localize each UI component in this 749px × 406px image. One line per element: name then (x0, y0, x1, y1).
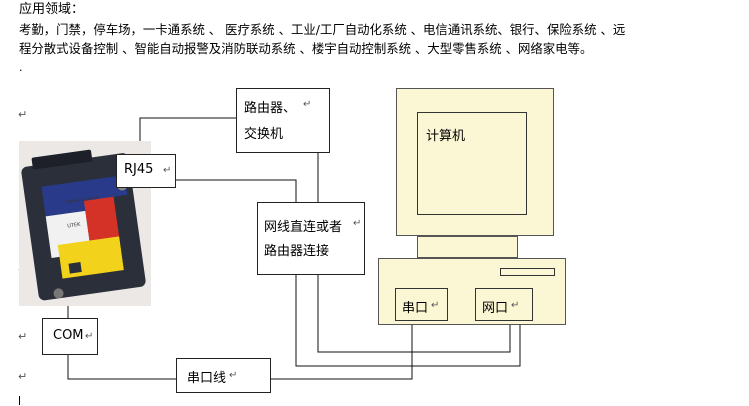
device-model-text: UTEK (67, 222, 82, 230)
paragraph-mark: ↵ (303, 99, 312, 110)
network-port-label: 网口 (482, 301, 509, 316)
paragraph-mark: ↵ (18, 108, 28, 121)
direct-connection-box: 网线直连或者 ↵ 路由器连接 (257, 202, 365, 275)
computer-monitor: 计算机 (396, 88, 554, 236)
paragraph-mark: ↵ (353, 218, 362, 229)
paragraph-mark: ↵ (18, 370, 28, 383)
serial-port-box: 串口 ↵ (395, 288, 448, 321)
paragraph-mark: ↵ (431, 300, 440, 311)
com-box: COM ↵ (42, 318, 98, 355)
line-rj45-to-direct (176, 179, 297, 202)
paragraph-mark: ↵ (229, 370, 238, 381)
serial-line-box: 串口线 ↵ (176, 358, 271, 393)
device-brand-text: Serial Server (66, 195, 100, 206)
serial-line-label: 串口线 (187, 371, 227, 386)
computer-base-unit: 串口 ↵ 网口 ↵ (378, 258, 566, 325)
intro-heading: 应用领域： (19, 2, 85, 17)
router-label-line1: 路由器、 (244, 101, 297, 116)
paragraph-mark: ↵ (18, 330, 28, 343)
paragraph-mark: ↵ (511, 300, 520, 311)
direct-label-line2: 路由器连接 (264, 244, 330, 259)
intro-line-1: 考勤，门禁，停车场，一卡通系统 、 医疗系统 、工业/工厂自动化系统 、电信通讯… (19, 22, 626, 37)
line-com-to-serial (67, 355, 176, 380)
network-port-box: 网口 ↵ (475, 288, 533, 321)
serial-port-label: 串口 (402, 301, 429, 316)
computer-label: 计算机 (426, 129, 466, 144)
line-rj45-to-router (139, 117, 236, 154)
rj45-label: RJ45 (124, 162, 154, 177)
computer-stand (417, 236, 518, 258)
line-serial-to-port (271, 317, 413, 380)
paragraph-mark: ↵ (85, 331, 94, 342)
com-label: COM (53, 328, 84, 343)
router-label-line2: 交换机 (244, 127, 284, 142)
text-cursor (19, 396, 20, 405)
rj45-box: RJ45 ↵ (116, 154, 176, 188)
paragraph-mark: ↵ (163, 165, 172, 176)
line-direct-to-netport (295, 275, 521, 367)
computer-screen: 计算机 (417, 112, 527, 215)
disk-drive-slot (500, 268, 555, 276)
intro-line-2: 程分散式设备控制 、智能自动报警及消防联动系统 、楼宇自动控制系统 、大型零售系… (19, 41, 593, 56)
direct-label-line1: 网线直连或者 (264, 220, 343, 235)
intro-dot: · (19, 64, 23, 77)
router-switch-box: 路由器、 ↵ 交换机 (236, 88, 330, 153)
